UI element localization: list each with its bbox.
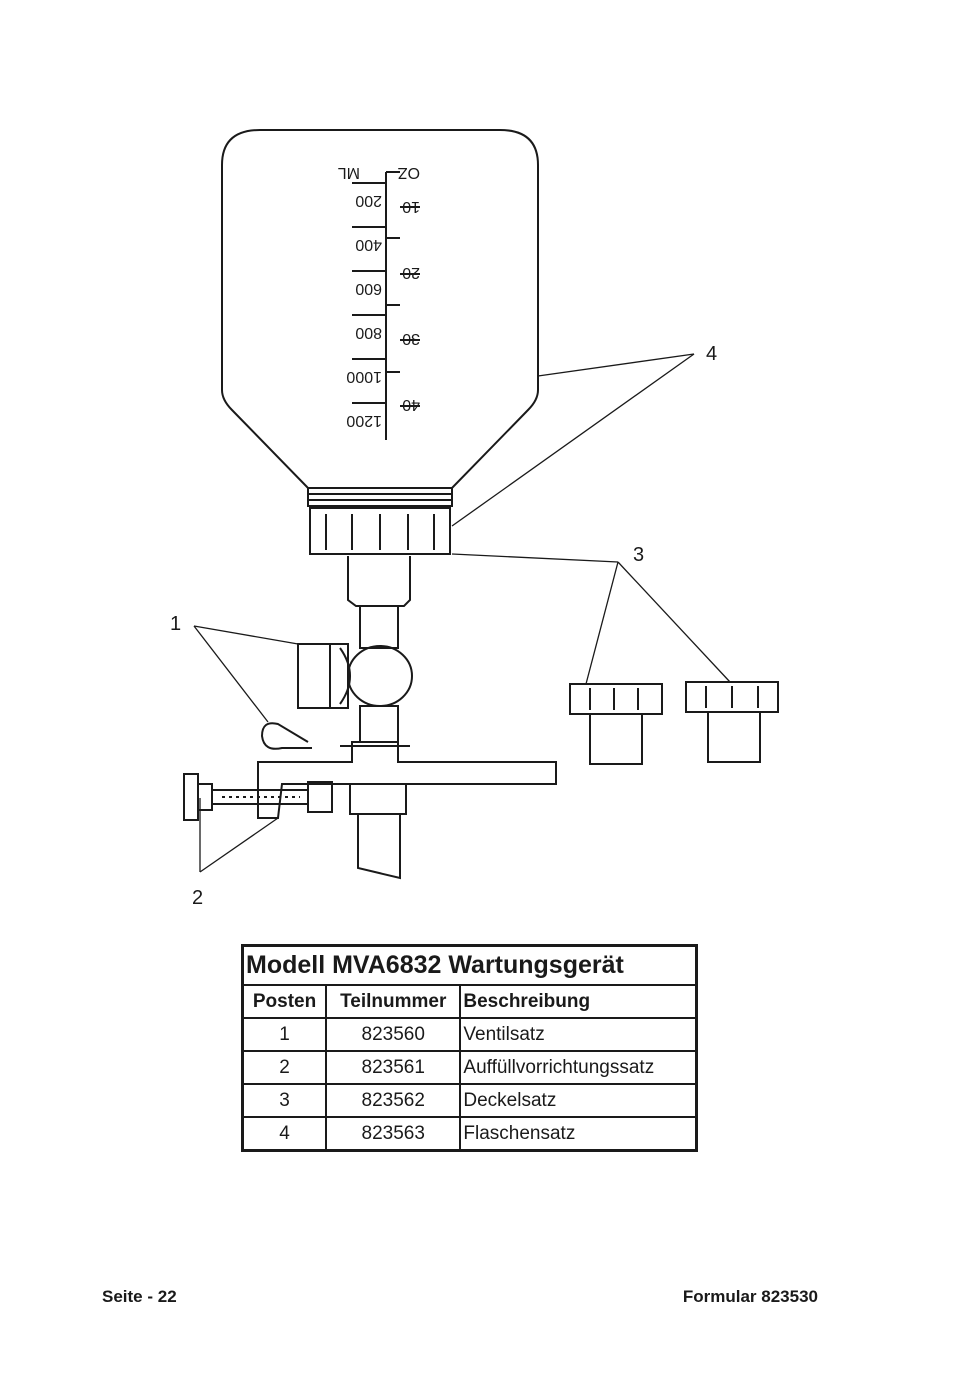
table-row: 2 823561 Auffüllvorrichtungssatz (241, 1050, 698, 1085)
callout-4: 4 (706, 343, 717, 365)
cell-beschreibung: Auffüllvorrichtungssatz (459, 1050, 698, 1085)
form-number: Formular 823530 (682, 1287, 818, 1306)
bottle-neck-ring (307, 487, 453, 507)
scale-oz-mark: 30 (402, 330, 420, 347)
cell-teilnummer: 823561 (325, 1050, 462, 1085)
callout-3: 3 (633, 544, 644, 566)
page-number: Seite - 22 (102, 1287, 177, 1306)
cell-posten: 3 (241, 1083, 328, 1118)
cell-beschreibung: Flaschensatz (459, 1116, 698, 1152)
table-title-row: Modell MVA6832 Wartungsgerät (241, 944, 698, 986)
cell-beschreibung: Ventilsatz (459, 1017, 698, 1052)
cell-posten: 4 (241, 1116, 328, 1152)
cell-beschreibung: Deckelsatz (459, 1083, 698, 1118)
scale-ml-mark: 400 (355, 236, 382, 253)
cell-posten: 2 (241, 1050, 328, 1085)
cell-teilnummer: 823562 (325, 1083, 462, 1118)
column-header-posten: Posten (241, 984, 328, 1019)
spare-cap-right (685, 681, 779, 763)
cell-teilnummer: 823563 (325, 1116, 462, 1152)
measurement-scale: ML 200 400 600 800 1000 1200 OZ 10 20 30… (338, 164, 420, 429)
valve-body (347, 645, 413, 707)
scale-ml-mark: 1000 (346, 368, 382, 385)
parts-diagram: 1 2 3 4 ML 200 400 600 800 1000 1200 OZ … (170, 129, 779, 909)
callout-2: 2 (192, 887, 203, 909)
scale-oz-mark: 20 (402, 264, 420, 281)
cell-teilnummer: 823560 (325, 1017, 462, 1052)
table-title: Modell MVA6832 Wartungsgerät (241, 944, 698, 986)
scale-ml-mark: 1200 (346, 412, 382, 429)
scale-ml-unit: ML (338, 164, 360, 181)
scale-oz-mark: 10 (402, 198, 420, 215)
nozzle (357, 814, 401, 880)
column-header-teilnummer: Teilnummer (325, 984, 462, 1019)
column-header-beschreibung: Beschreibung (459, 984, 698, 1019)
clip (260, 722, 312, 750)
scale-ml-mark: 600 (355, 280, 382, 297)
nozzle-holder (349, 783, 407, 815)
cell-posten: 1 (241, 1017, 328, 1052)
bracket (257, 741, 557, 819)
callout-1: 1 (170, 613, 181, 635)
spare-cap-left (569, 683, 663, 765)
scale-oz-unit: OZ (398, 164, 420, 181)
scale-ml-mark: 800 (355, 324, 382, 341)
table-row: 1 823560 Ventilsatz (241, 1017, 698, 1052)
valve-stem (347, 556, 411, 607)
bottle-collar (309, 507, 451, 555)
table-row: 4 823563 Flaschensatz (241, 1116, 698, 1152)
bottle-body (221, 129, 539, 489)
parts-table: Modell MVA6832 Wartungsgerät Posten Teil… (241, 944, 698, 1152)
clamp-knob (183, 773, 199, 821)
table-header-row: Posten Teilnummer Beschreibung (241, 984, 698, 1019)
table-row: 3 823562 Deckelsatz (241, 1083, 698, 1118)
scale-oz-mark: 40 (402, 396, 420, 413)
scale-ml-mark: 200 (355, 192, 382, 209)
